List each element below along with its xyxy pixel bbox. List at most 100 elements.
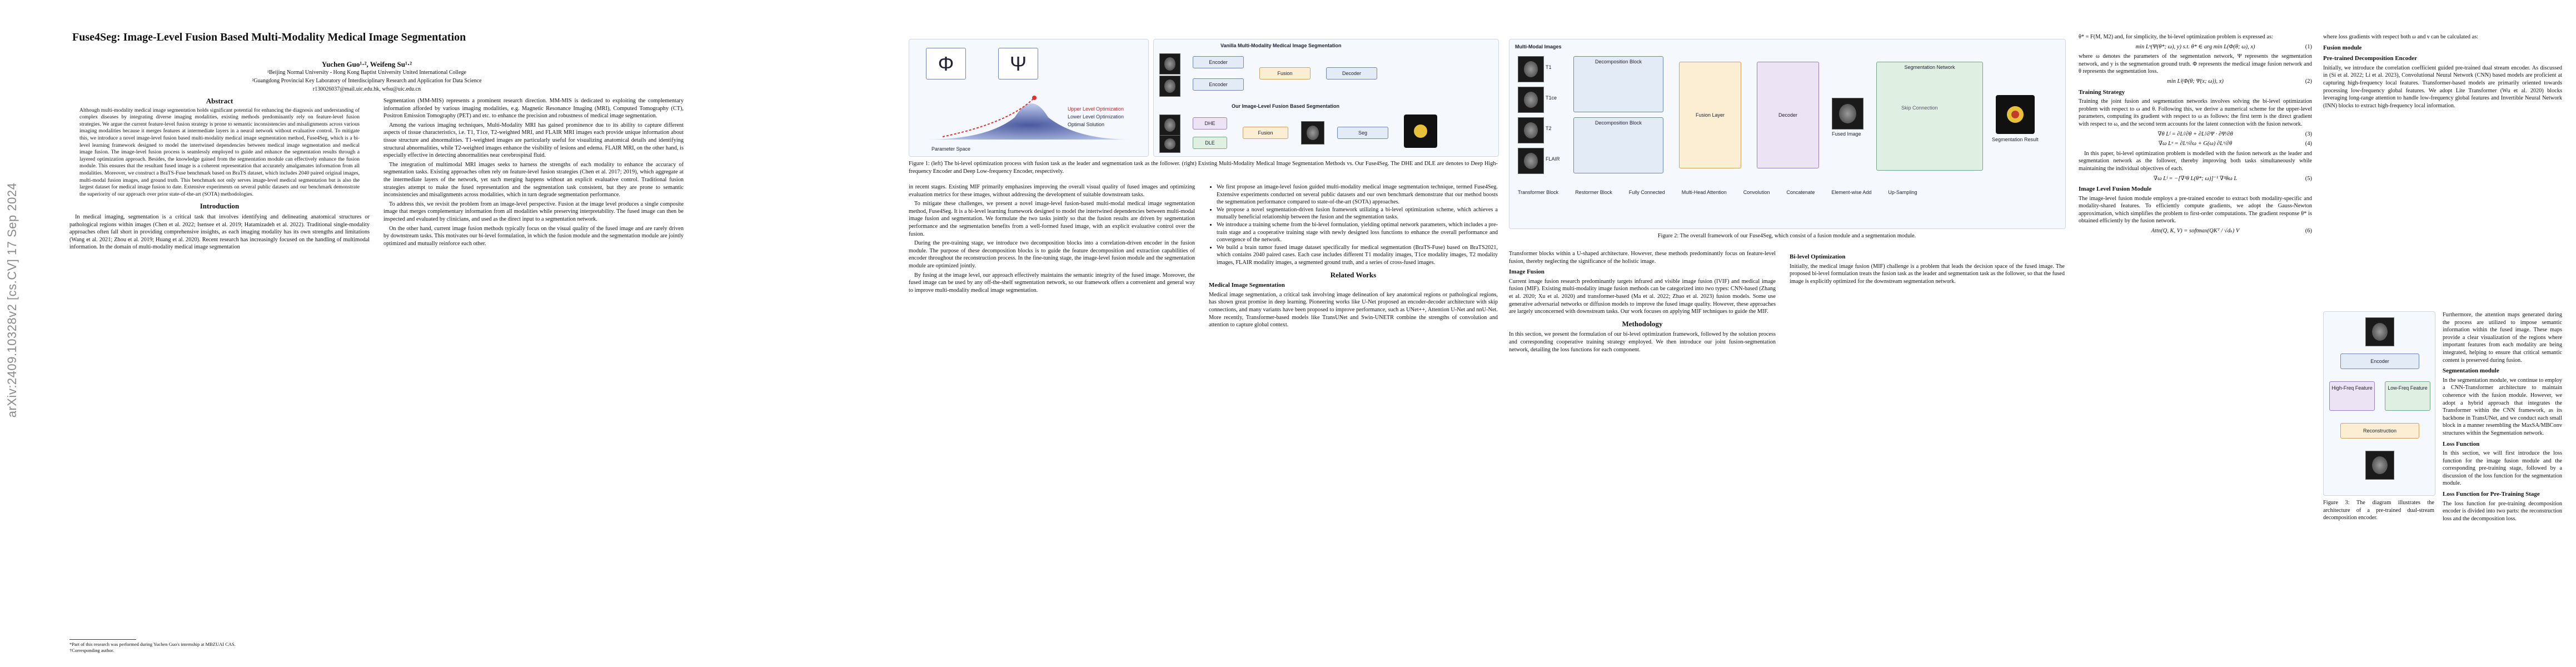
tumor-mask [1414, 125, 1427, 138]
subsection-heading: Segmentation module [2443, 367, 2499, 375]
equation-body: ∇ω Lᵘ = ∂Lᵘ/∂ω + G(ω) ∂Lᵘ/∂θ [2158, 141, 2233, 147]
contribution-item: We introduce a training scheme from the … [1217, 221, 1498, 244]
footnote-1: *Part of this research was performed dur… [69, 641, 236, 647]
equation-body: min Lᵘ(Ψ(θ*; ω), y) s.t. θ* ∈ arg min L(… [2135, 43, 2255, 50]
lower-level-label: Lower Level Optimization [1068, 114, 1124, 120]
paragraph: To mitigate these challenges, we present… [909, 201, 1195, 237]
subsection-heading: Image Level Fusion Module [2079, 186, 2152, 193]
reconstruction-block: Reconstruction [2340, 423, 2419, 439]
author-block: Yuchen Guo¹·², Weifeng Su¹·² ¹Beijing No… [167, 60, 567, 93]
paragraph: The image-level fusion module employs a … [2079, 195, 2312, 225]
legend-item: Restormer Block [1575, 190, 1612, 195]
legend-item: Transformer Block [1518, 190, 1559, 195]
encoder-block: Encoder [1193, 56, 1244, 68]
figure-1-right: Vanilla Multi-Modality Medical Image Seg… [1153, 39, 1499, 157]
affiliation-1: ¹Beijing Normal University - Hong Kong B… [267, 69, 466, 76]
equation-5: ∇ω Lᶠ = −[∇²θ L(θ*; ω)]⁻¹ ∇²θω L (5) [2079, 175, 2312, 183]
fused-image-label: Fused Image [1832, 131, 1861, 137]
subsection-heading: Image Fusion [1509, 268, 1544, 276]
paragraph: Current image fusion research predominan… [1509, 278, 1776, 315]
page3-col2b: Furthermore, the attention maps generate… [2443, 311, 2562, 650]
subsection-heading: Loss Function [2443, 440, 2480, 447]
upper-level-label: Upper Level Optimization [1068, 106, 1124, 112]
segmentation-result [1996, 95, 2035, 134]
paragraph: During the pre-training stage, we introd… [909, 240, 1195, 269]
segmentation-result-label: Segmentation Result [1992, 137, 2039, 142]
input-scan [1159, 53, 1180, 74]
decomposition-block: Decomposition Block [1573, 56, 1663, 112]
page2-col4: Bi-level Optimization Initially, the med… [1790, 250, 2065, 650]
equation-body: ∇θ Lᶠ = ∂Lᶠ/∂θ + ∂Lᶠ/∂Ψ · ∂Ψ/∂θ [2158, 131, 2233, 137]
dle-block: DLE [1193, 137, 1227, 149]
paragraph: Medical image segmentation, a critical t… [1209, 291, 1498, 328]
label-t2: T2 [1546, 126, 1552, 131]
paragraph: In this section, we present the formulat… [1509, 331, 1776, 353]
page2-col1: in recent stages. Existing MIF primarily… [909, 183, 1195, 650]
ours-title: Our Image-Level Fusion Based Segmentatio… [1232, 103, 1340, 109]
legend-item: Concatenate [1786, 190, 1815, 195]
equation-2: min Lᶠ(Φ(θ; Ψ(x; ω)), x)(2) [2079, 78, 2312, 86]
input-scan [1159, 76, 1180, 97]
figure-1-caption: Figure 1: (left) The bi-level optimizati… [909, 161, 1498, 175]
fusion-layer-block: Fusion Layer [1679, 62, 1741, 168]
fusion-block: Fusion [1243, 127, 1288, 139]
optimal-solution-label: Optimal Solution [1068, 122, 1105, 127]
subsection-heading: Fusion module [2323, 44, 2362, 51]
page2-col3: Transformer blocks within a U-shaped arc… [1509, 250, 1776, 650]
subsection-heading: Loss Function for Pre-Training Stage [2443, 491, 2540, 498]
parameter-space-label: Parameter Space [931, 146, 971, 152]
intro-heading: Introduction [200, 202, 240, 211]
equation-1: min Lᵘ(Ψ(θ*; ω), y) s.t. θ* ∈ arg min L(… [2079, 43, 2312, 51]
encoder-block: Encoder [1193, 78, 1244, 91]
fused-image [1832, 98, 1864, 130]
input-scan [2365, 317, 2394, 346]
paragraph: Transformer blocks within a U-shaped arc… [1509, 251, 1776, 265]
label-t1ce: T1ce [1546, 95, 1557, 101]
paper-title: Fuse4Seg: Image-Level Fusion Based Multi… [72, 31, 466, 43]
paragraph: The integration of multimodal MRI images… [383, 161, 684, 198]
abstract-text: Although multi-modality medical image se… [79, 107, 360, 197]
decoder-block: Decoder [1757, 62, 1819, 168]
equation-4: ∇ω Lᵘ = ∂Lᵘ/∂ω + G(ω) ∂Lᵘ/∂θ(4) [2079, 140, 2312, 148]
input-scan [1159, 115, 1180, 136]
skip-connection-label: Skip Connection [1901, 105, 1938, 111]
paragraph: In this paper, bi-level optimization pro… [2079, 150, 2312, 172]
paragraph: Initially, the medical image fusion (MIF… [1790, 263, 2065, 285]
equation-body: ∇ω Lᶠ = −[∇²θ L(θ*; ω)]⁻¹ ∇²θω L [2153, 175, 2238, 182]
scan-t1ce [1518, 87, 1544, 113]
arxiv-stamp: arXiv:2409.10328v2 [cs.CV] 17 Sep 2024 [5, 182, 19, 418]
methodology-heading: Methodology [1622, 319, 1663, 328]
paragraph: Furthermore, the attention maps generate… [2443, 312, 2562, 364]
abstract-heading: Abstract [206, 97, 233, 105]
figure-2: Multi-Modal Images T1 T1ce T2 FLAIR Deco… [1509, 39, 2066, 229]
input-scan [1159, 135, 1180, 153]
subsection-heading: Medical Image Segmentation [1209, 282, 1285, 289]
equation-number: (2) [2305, 78, 2312, 84]
segmentation-block: Seg [1337, 127, 1388, 139]
paragraph: in recent stages. Existing MIF primarily… [909, 184, 1195, 198]
decoder-block: Decoder [1326, 67, 1377, 79]
equation-number: (1) [2305, 43, 2312, 50]
subsection-heading: Bi-level Optimization [1790, 253, 1846, 260]
legend-item: Element-wise Add [1831, 190, 1872, 195]
tumor-core-mask [2011, 111, 2019, 118]
scan-t1 [1518, 56, 1544, 82]
legend-item: Convolution [1743, 190, 1770, 195]
subsection-heading: Training Strategy [2079, 88, 2125, 96]
paragraph: In this section, we will first introduce… [2443, 450, 2562, 487]
encoder-block: Encoder [2340, 354, 2419, 369]
paragraph: Among the various imaging techniques, Mu… [383, 122, 684, 159]
equation-number: (6) [2305, 228, 2312, 235]
vanilla-title: Vanilla Multi-Modality Medical Image Seg… [1220, 43, 1342, 48]
subsection-heading: Pre-trained Decomposition Encoder [2323, 55, 2418, 62]
footnotes: *Part of this research was performed dur… [69, 639, 370, 654]
fusion-block: Fusion [1259, 67, 1311, 79]
contribution-item: We build a brain tumor fused image datas… [1217, 244, 1498, 267]
equation-body: Attn(Q, K, V) = softmax(QKᵀ / √dₖ) V [2151, 228, 2240, 235]
paragraph: By fusing at the image level, our approa… [909, 272, 1195, 293]
contribution-item: We first propose an image-level fusion g… [1217, 183, 1498, 206]
equation-6: Attn(Q, K, V) = softmax(QKᵀ / √dₖ) V (6) [2079, 227, 2312, 235]
equation-number: (5) [2305, 175, 2312, 182]
page3-col1: θ* = F(M, M2) and, for simplicity, the b… [2079, 33, 2312, 650]
figure-2-legend: Transformer Block Restormer Block Fully … [1518, 190, 2051, 195]
